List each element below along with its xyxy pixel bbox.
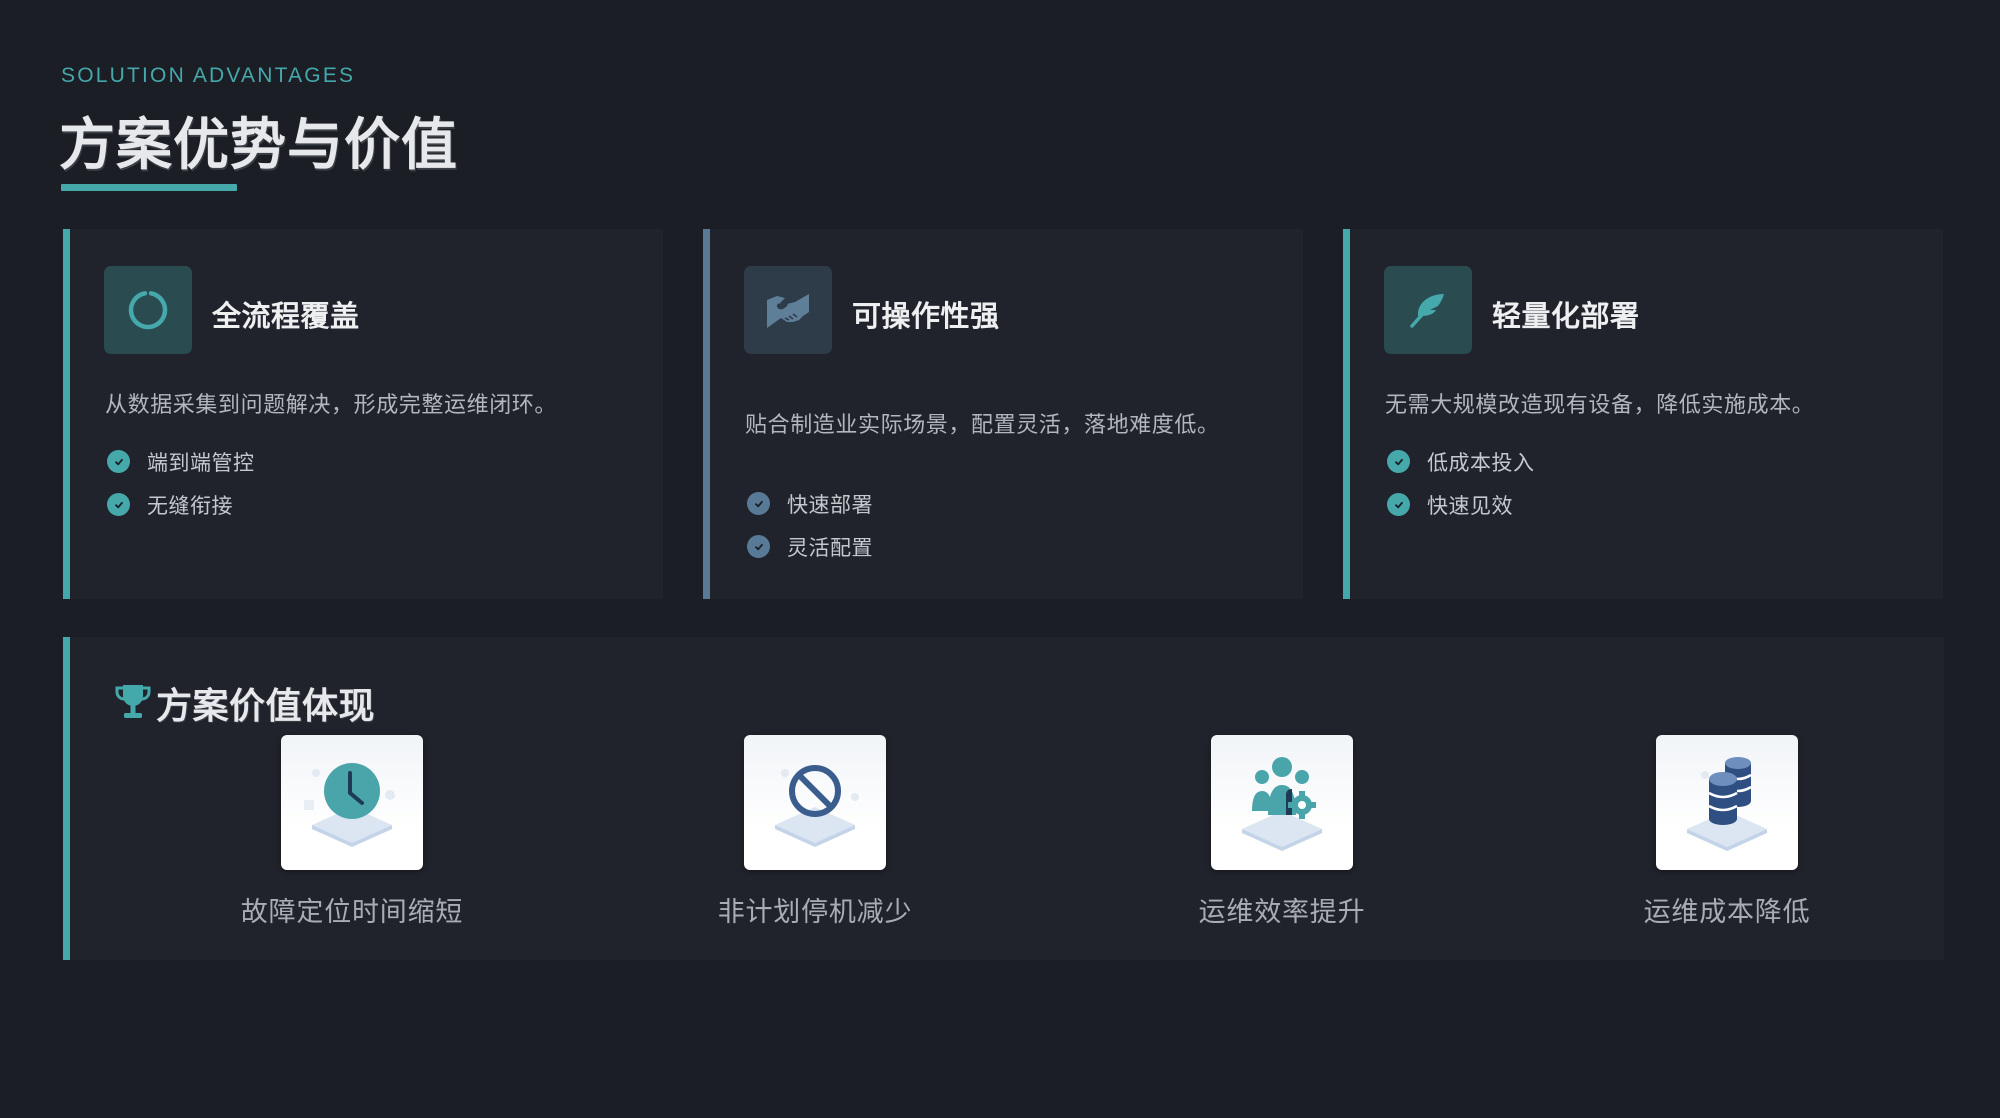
- page-title: 方案优势与价值: [59, 113, 458, 178]
- feature-item: 无缝衔接: [107, 483, 255, 526]
- advantage-card-full-coverage: 全流程覆盖 从数据采集到问题解决，形成完整运维闭环。 端到端管控 无缝衔接: [63, 229, 663, 599]
- value-label: 非计划停机减少: [717, 897, 913, 928]
- advantage-card-lightweight: 轻量化部署 无需大规模改造现有设备，降低实施成本。 低成本投入 快速见效: [1343, 229, 1943, 599]
- card-description: 贴合制造业实际场景，配置灵活，落地难度低。: [745, 413, 1220, 438]
- value-section-title: 方案价值体现: [156, 686, 376, 727]
- feature-list: 快速部署 灵活配置: [747, 482, 873, 568]
- feature-list: 端到端管控 无缝衔接: [107, 440, 255, 526]
- feature-label: 快速部署: [787, 492, 873, 517]
- feature-label: 低成本投入: [1427, 450, 1535, 475]
- value-label: 运维成本降低: [1643, 897, 1811, 928]
- value-item: 运维成本降低: [1577, 735, 1877, 929]
- card-title: 全流程覆盖: [212, 299, 360, 333]
- check-circle-icon: [1387, 493, 1410, 516]
- check-circle-icon: [747, 535, 770, 558]
- check-circle-icon: [107, 493, 130, 516]
- card-title: 轻量化部署: [1492, 299, 1640, 333]
- value-section: 方案价值体现 故障定位时间缩短: [63, 637, 1944, 960]
- feature-item: 快速见效: [1387, 483, 1535, 526]
- card-title: 可操作性强: [852, 299, 1000, 333]
- feature-label: 无缝衔接: [147, 493, 233, 518]
- check-circle-icon: [747, 492, 770, 515]
- handshake-icon: [744, 266, 832, 354]
- clock-icon: [281, 735, 423, 870]
- feature-item: 灵活配置: [747, 525, 873, 568]
- value-item: 运维效率提升: [1132, 735, 1432, 929]
- section-subtitle: SOLUTION ADVANTAGES: [61, 64, 356, 87]
- card-description: 无需大规模改造现有设备，降低实施成本。: [1385, 393, 1815, 418]
- feature-list: 低成本投入 快速见效: [1387, 440, 1535, 526]
- value-section-header: 方案价值体现: [114, 677, 375, 729]
- value-label: 运维效率提升: [1198, 897, 1366, 928]
- check-circle-icon: [1387, 450, 1410, 473]
- feature-item: 低成本投入: [1387, 440, 1535, 483]
- value-label: 故障定位时间缩短: [240, 897, 464, 928]
- value-item: 非计划停机减少: [665, 735, 965, 929]
- feature-label: 灵活配置: [787, 535, 873, 560]
- feather-icon: [1384, 266, 1472, 354]
- feature-label: 快速见效: [1427, 493, 1513, 518]
- feature-item: 快速部署: [747, 482, 873, 525]
- feature-item: 端到端管控: [107, 440, 255, 483]
- circle-notch-icon: [104, 266, 192, 354]
- coin-stack-icon: [1656, 735, 1798, 870]
- value-item: 故障定位时间缩短: [202, 735, 502, 929]
- team-gear-icon: [1211, 735, 1353, 870]
- feature-label: 端到端管控: [147, 450, 255, 475]
- advantage-card-operability: 可操作性强 贴合制造业实际场景，配置灵活，落地难度低。 快速部署 灵活配置: [703, 229, 1303, 599]
- check-circle-icon: [107, 450, 130, 473]
- ban-icon: [744, 735, 886, 870]
- trophy-icon: [114, 682, 152, 724]
- title-underline: [61, 184, 237, 191]
- card-description: 从数据采集到问题解决，形成完整运维闭环。: [105, 393, 558, 418]
